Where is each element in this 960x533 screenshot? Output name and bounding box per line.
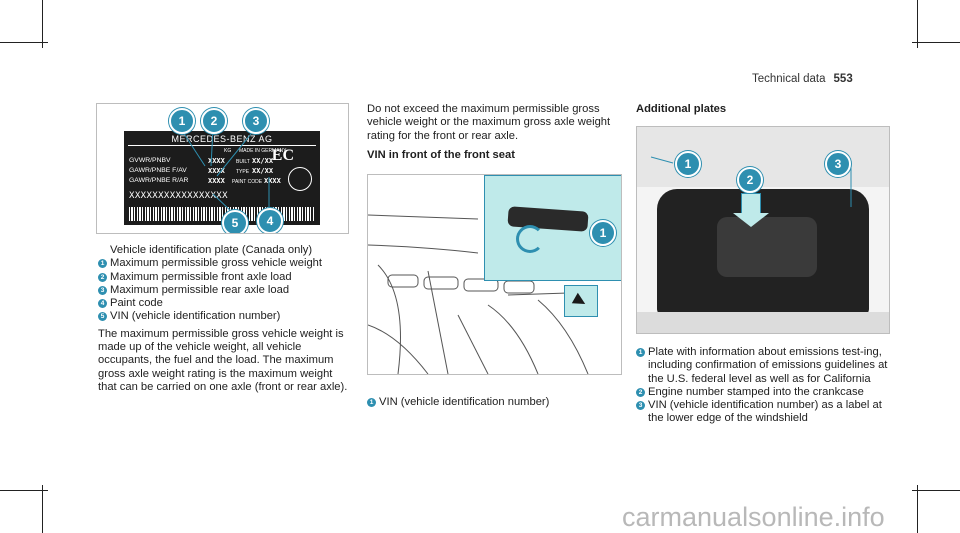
callout-2: 2 <box>737 167 763 193</box>
item-number: 1 <box>98 259 107 269</box>
item-text: Maximum permissible front axle load <box>110 270 292 283</box>
plate-made-in: MADE IN GERMANY <box>239 148 287 154</box>
crop-mark <box>42 485 43 533</box>
plate-row-tag: BUILT <box>236 159 250 165</box>
plate-row-tag-value: XX/XX <box>252 167 274 175</box>
item-text: VIN (vehicle identification number) <box>110 310 281 323</box>
callout-3: 3 <box>825 151 851 177</box>
section-heading: VIN in front of the front seat <box>367 148 515 161</box>
column-1-text: Vehicle identification plate (Canada onl… <box>98 244 350 394</box>
vin-plate-figure: MERCEDES-BENZ AG KG MADE IN GERMANY GVWR… <box>96 103 349 234</box>
item-number: 3 <box>636 401 645 411</box>
column-3-heading: Additional plates <box>636 103 886 116</box>
crop-mark <box>0 42 48 43</box>
running-header: Technical data 553 <box>752 73 853 85</box>
plate-row-tag-value: XXXX <box>264 177 281 185</box>
maple-leaf-seal-icon <box>288 167 312 191</box>
column-2-text: Do not exceed the maximum permissible gr… <box>367 103 617 162</box>
ec-mark: EC <box>271 147 294 164</box>
callout-5: 5 <box>222 210 248 233</box>
callout-1: 1 <box>675 151 701 177</box>
item-number: 1 <box>367 398 376 407</box>
callout-1: 1 <box>590 220 616 246</box>
section-title: Technical data <box>752 73 826 85</box>
plate-row-tag-value: XX/XX <box>252 157 274 165</box>
engine-bay-figure: 1 2 3 <box>636 126 890 334</box>
item-number: 3 <box>98 285 107 295</box>
section-heading: Additional plates <box>636 103 727 115</box>
plate-vin: XXXXXXXXXXXXXXXXX <box>129 191 228 201</box>
plate-title: MERCEDES-BENZ AG <box>171 134 273 144</box>
item-number: 5 <box>98 312 107 322</box>
plate-row-tag: PAINT CODE <box>232 179 263 185</box>
item-text: Maximum permissible rear axle load <box>110 283 290 296</box>
item-text: Engine number stamped into the crankcase <box>648 385 864 398</box>
page-number: 553 <box>833 73 853 85</box>
item-number: 2 <box>98 272 107 282</box>
down-arrow-head-icon <box>733 213 769 227</box>
interior-drawing <box>368 214 589 374</box>
item-text: Plate with information about emissions t… <box>648 346 888 385</box>
crop-mark <box>42 0 43 48</box>
plate-row-label: GAWR/PNBE R/AR <box>129 177 189 184</box>
plate-row-label: GVWR/PNBV <box>129 157 171 164</box>
item-number: 1 <box>636 348 645 357</box>
engine-cover <box>717 217 817 277</box>
intro-paragraph: Do not exceed the maximum permissible gr… <box>367 103 611 142</box>
plate-row-value: XXXX <box>208 167 225 175</box>
plate-row-value: XXXX <box>208 177 225 185</box>
crop-mark <box>917 0 918 48</box>
callout-2: 2 <box>201 108 227 134</box>
crop-mark <box>912 490 960 491</box>
crop-mark <box>917 485 918 533</box>
detail-marker <box>564 285 598 317</box>
item-text: Maximum permissible gross vehicle weight <box>110 257 323 270</box>
watermark: carmanualsonline.info <box>622 502 885 532</box>
plate-row-label: GAWR/PNBE F/AV <box>129 167 187 174</box>
callout-leaders <box>650 156 852 207</box>
item-text: Paint code <box>110 297 163 310</box>
seat-vin-figure: 1 <box>367 174 622 375</box>
rotate-arrow-icon <box>516 225 544 253</box>
front-bumper <box>637 312 889 333</box>
item-number: 4 <box>98 299 107 309</box>
plate-kg: KG <box>224 148 232 154</box>
item-text: VIN (vehicle identification number) as a… <box>648 399 882 425</box>
callout-3: 3 <box>243 108 269 134</box>
callout-4: 4 <box>257 208 283 233</box>
plate-row-value: XXXX <box>208 157 225 165</box>
crop-mark <box>0 490 48 491</box>
crop-mark <box>912 42 960 43</box>
body-paragraph: The maximum permissible gross vehicle we… <box>98 327 348 393</box>
plate-row-tag: TYPE <box>236 169 250 175</box>
item-number: 2 <box>636 387 645 397</box>
callout-1: 1 <box>169 108 195 134</box>
item-text: VIN (vehicle identification number) <box>379 396 550 408</box>
figure-caption: Vehicle identification plate (Canada onl… <box>110 244 313 256</box>
